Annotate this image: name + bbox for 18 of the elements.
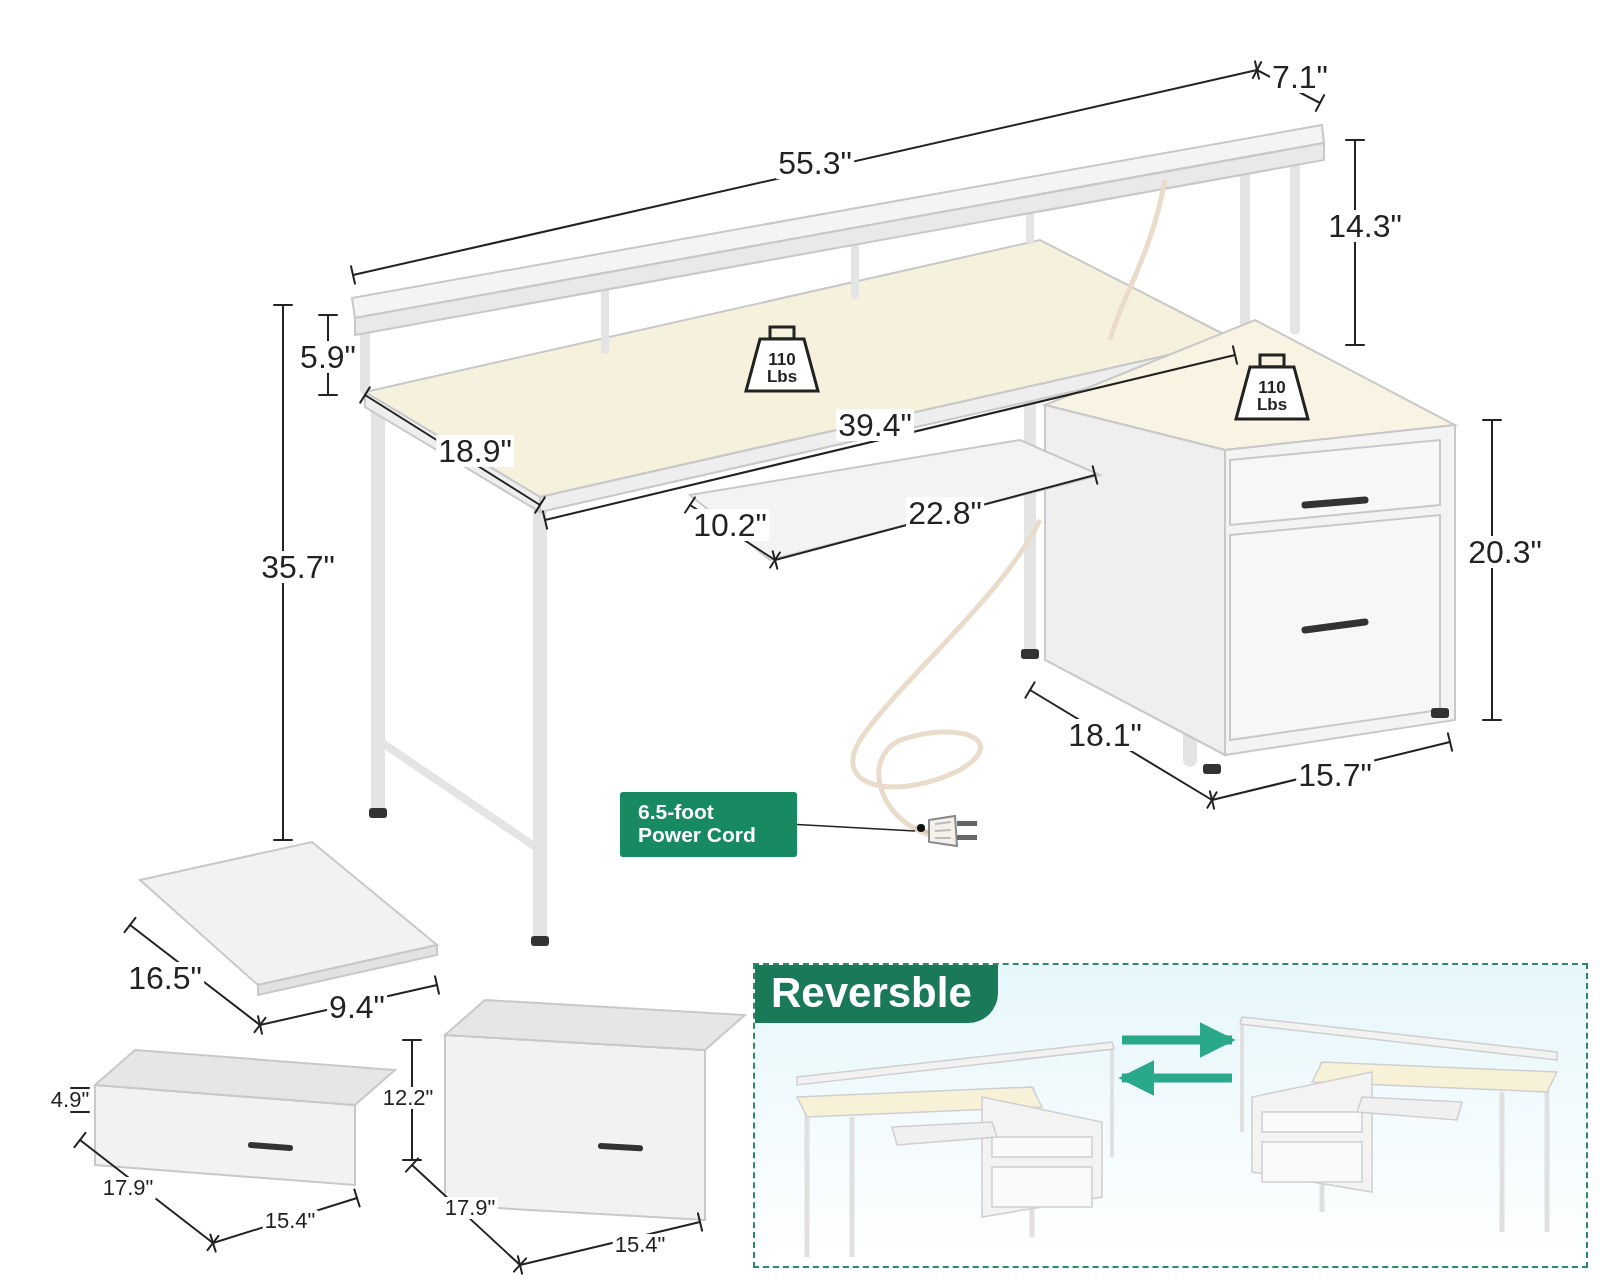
dimension-label: 35.7" bbox=[259, 551, 337, 583]
panel-heading: Reversble bbox=[755, 965, 998, 1023]
arrow bbox=[1122, 1022, 1236, 1058]
dimension-label: 22.8" bbox=[906, 497, 984, 529]
dimension-label: 18.9" bbox=[436, 435, 514, 467]
dimension-label: 5.9" bbox=[298, 341, 358, 373]
label-tag: 6.5-foot Power Cord bbox=[620, 792, 797, 857]
dimension-label: 20.3" bbox=[1466, 536, 1544, 568]
dimension-label: 4.9" bbox=[48, 1089, 92, 1111]
leader-line bbox=[796, 823, 916, 832]
dashed-panel bbox=[753, 963, 1588, 1268]
load-rating-label: 110 Lbs bbox=[765, 351, 799, 385]
dimension-label: 17.9" bbox=[442, 1197, 498, 1219]
load-rating-label: 110 Lbs bbox=[1255, 379, 1289, 413]
dimension-label: 10.2" bbox=[691, 509, 769, 541]
dimension-label: 39.4" bbox=[836, 409, 914, 441]
dimension-label: 15.4" bbox=[262, 1210, 318, 1232]
arrow bbox=[1118, 1060, 1232, 1096]
